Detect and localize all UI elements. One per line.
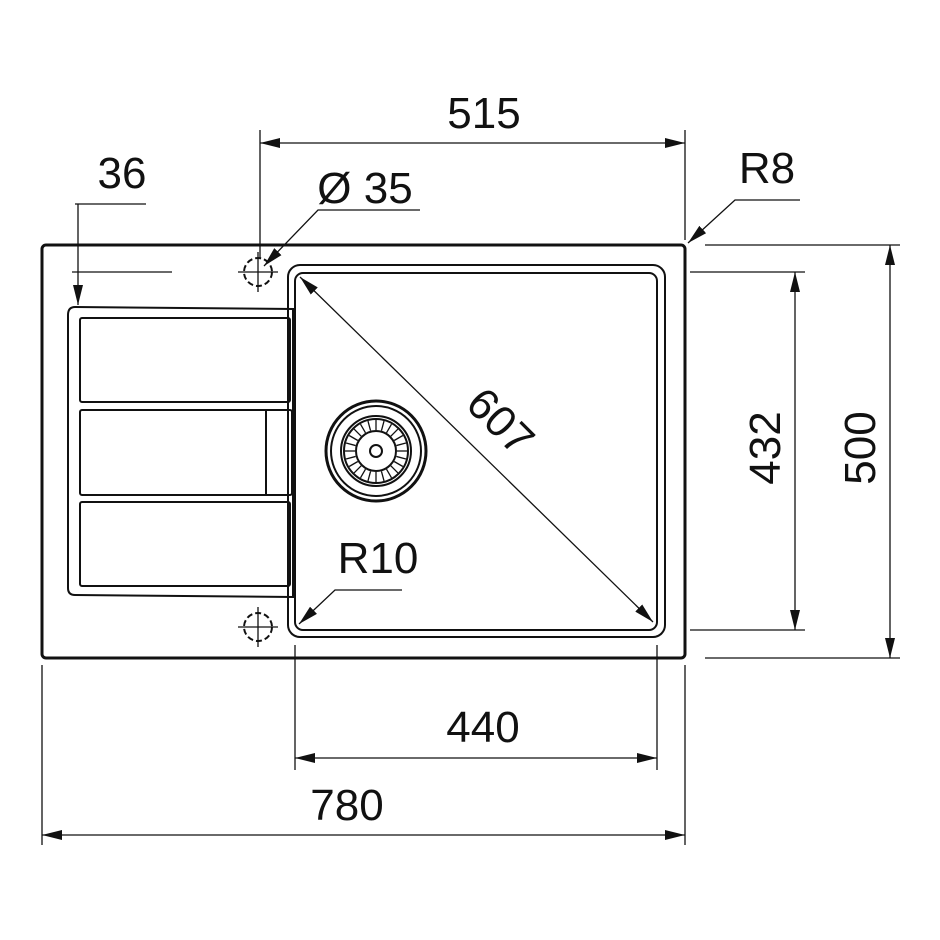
dimension-36: 36 (72, 149, 172, 305)
strainer-spoke (385, 423, 393, 434)
label-500: 500 (836, 411, 885, 484)
strainer-spoke (359, 468, 367, 479)
strainer-spoke (380, 420, 385, 431)
label-r10: R10 (338, 534, 419, 583)
dimension-432: 432 (690, 271, 805, 631)
strainer-spoke (348, 434, 359, 442)
label-515: 515 (447, 89, 520, 138)
bowl-outer (287, 264, 666, 638)
strainer-spoke (393, 460, 404, 468)
strainer-spoke (345, 455, 356, 460)
sink-outline (40, 243, 687, 660)
strainer-spoke (385, 468, 393, 479)
label-36: 36 (98, 149, 147, 198)
strainer-spoke (345, 442, 356, 447)
dimension-500: 500 (705, 244, 900, 659)
strainer-spoke (396, 442, 407, 447)
strainer-spoke (353, 428, 362, 437)
label-780: 780 (310, 781, 383, 830)
dimension-r10: R10 (298, 534, 419, 625)
strainer-spoke (390, 428, 399, 437)
strainer-spoke (396, 455, 407, 460)
label-432: 432 (741, 411, 790, 484)
strainer-spoke (353, 465, 362, 474)
bowl-inner (294, 272, 658, 631)
label-diameter-35: Ø 35 (317, 164, 412, 213)
dimension-515: 515 (259, 89, 686, 258)
label-r8: R8 (739, 144, 795, 193)
label-607: 607 (457, 378, 544, 465)
strainer-spoke (390, 465, 399, 474)
strainer-spoke (359, 423, 367, 434)
dimension-440: 440 (294, 645, 658, 770)
strainer-spoke (348, 460, 359, 468)
strainer-spoke (367, 420, 372, 431)
strainer-spoke (367, 471, 372, 482)
tap-hole-top (238, 252, 278, 292)
strainer-spoke (393, 434, 404, 442)
label-440: 440 (446, 703, 519, 752)
drainboard (67, 305, 294, 599)
dimension-r8: R8 (687, 144, 800, 244)
strainer-spoke (380, 471, 385, 482)
tap-hole-bottom (238, 607, 278, 647)
dimension-780: 780 (41, 665, 686, 845)
dimension-diameter-35: Ø 35 (263, 164, 420, 267)
drain-strainer-icon (324, 399, 428, 503)
